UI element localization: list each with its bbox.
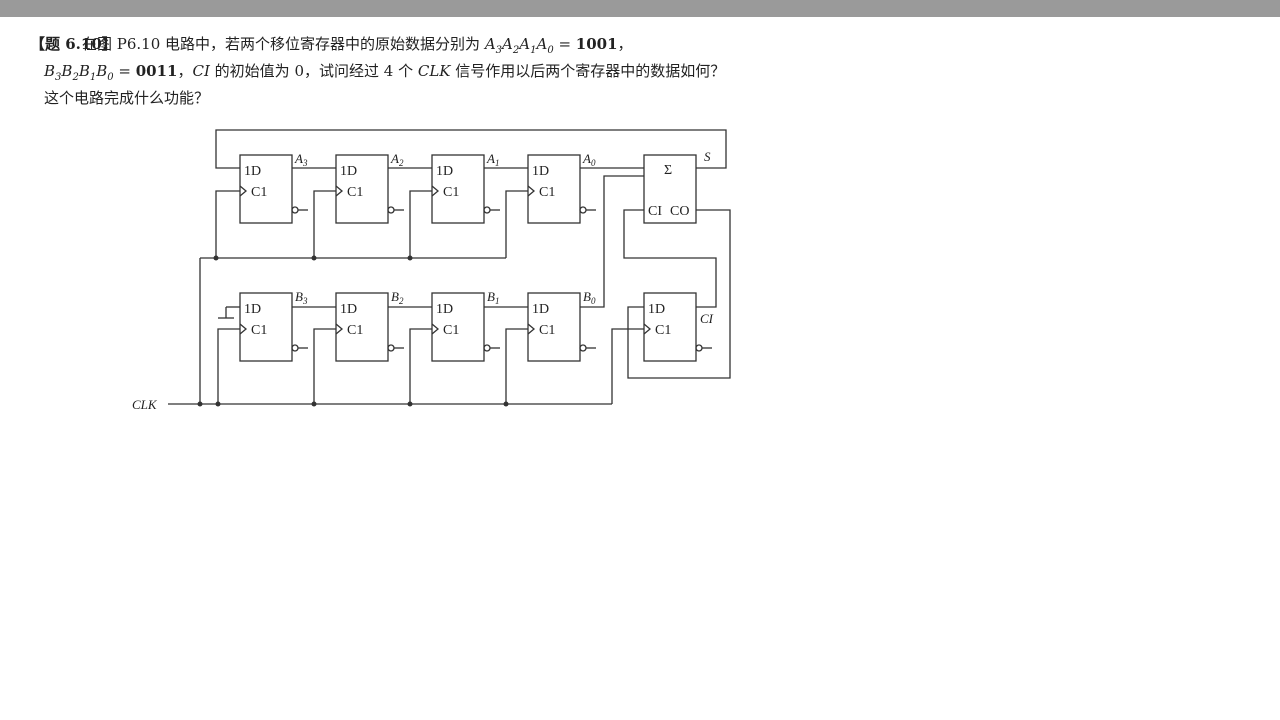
ff-a2 <box>335 154 389 224</box>
out-ci: CI <box>700 311 714 326</box>
out-s: S <box>704 149 711 164</box>
out-b0: B0 <box>583 289 596 306</box>
out-a0: A0 <box>582 151 596 168</box>
ff-a0 <box>527 154 581 224</box>
ff-a0-d-label: 1D <box>532 164 549 179</box>
var-a3a2a1a0: A3A2A1A0 <box>484 35 554 56</box>
var-b3b2b1b0: B3B2B1B0 <box>44 62 114 83</box>
adder-co-label: CO <box>670 204 689 219</box>
ff-b3 <box>239 292 293 362</box>
problem-line-1: 在图 P6.10 电路中，若两个移位寄存器中的原始数据分别为 A3A2A1A0 … <box>82 35 633 56</box>
ff-a3-c-label: C1 <box>251 185 267 200</box>
problem-line-3: 这个电路完成什么功能？ <box>44 89 210 107</box>
ff-carry-d-label: 1D <box>648 302 665 317</box>
ff-a3 <box>239 154 293 224</box>
ff-a3-d-label: 1D <box>244 164 261 179</box>
ff-a2-d-label: 1D <box>340 164 357 179</box>
adder-ci-label: CI <box>648 204 662 219</box>
out-a3: A3 <box>294 151 308 168</box>
ff-b0-c-label: C1 <box>539 323 555 338</box>
ff-b1-d-label: 1D <box>436 302 453 317</box>
a-initial-value: 1001 <box>575 35 618 53</box>
adder-sigma: Σ <box>664 163 672 178</box>
ff-b3-d-label: 1D <box>244 302 261 317</box>
circuit-diagram: 1D C1 1D C1 1D C1 1D C1 1D C1 1D C1 1D C… <box>132 129 731 412</box>
ff-b2 <box>335 292 389 362</box>
problem-line-2: B3B2B1B0 = 0011，CI 的初始值为 0，试问经过 4 个 CLK … <box>44 62 726 83</box>
out-b3: B3 <box>295 289 308 306</box>
ff-a0-c-label: C1 <box>539 185 555 200</box>
ff-a2-c-label: C1 <box>347 185 363 200</box>
clk-label: CLK <box>132 397 158 412</box>
ff-a1-d-label: 1D <box>436 164 453 179</box>
out-a1: A1 <box>486 151 499 168</box>
top-bar <box>0 0 1280 17</box>
ff-b0-d-label: 1D <box>532 302 549 317</box>
full-adder <box>643 154 697 224</box>
out-b2: B2 <box>391 289 404 306</box>
out-b1: B1 <box>487 289 499 306</box>
ff-b1-c-label: C1 <box>443 323 459 338</box>
ff-b0 <box>527 292 581 362</box>
problem-number: 【题 6.10】 <box>30 35 117 53</box>
out-a2: A2 <box>390 151 404 168</box>
var-clk: CLK <box>417 62 451 80</box>
ff-carry-c-label: C1 <box>655 323 671 338</box>
ff-b2-d-label: 1D <box>340 302 357 317</box>
ff-a1-c-label: C1 <box>443 185 459 200</box>
ff-carry <box>643 292 697 362</box>
var-ci: CI <box>192 62 210 80</box>
ff-b3-c-label: C1 <box>251 323 267 338</box>
b-initial-value: 0011 <box>135 62 178 80</box>
ff-b1 <box>431 292 485 362</box>
ff-a1 <box>431 154 485 224</box>
ff-b2-c-label: C1 <box>347 323 363 338</box>
